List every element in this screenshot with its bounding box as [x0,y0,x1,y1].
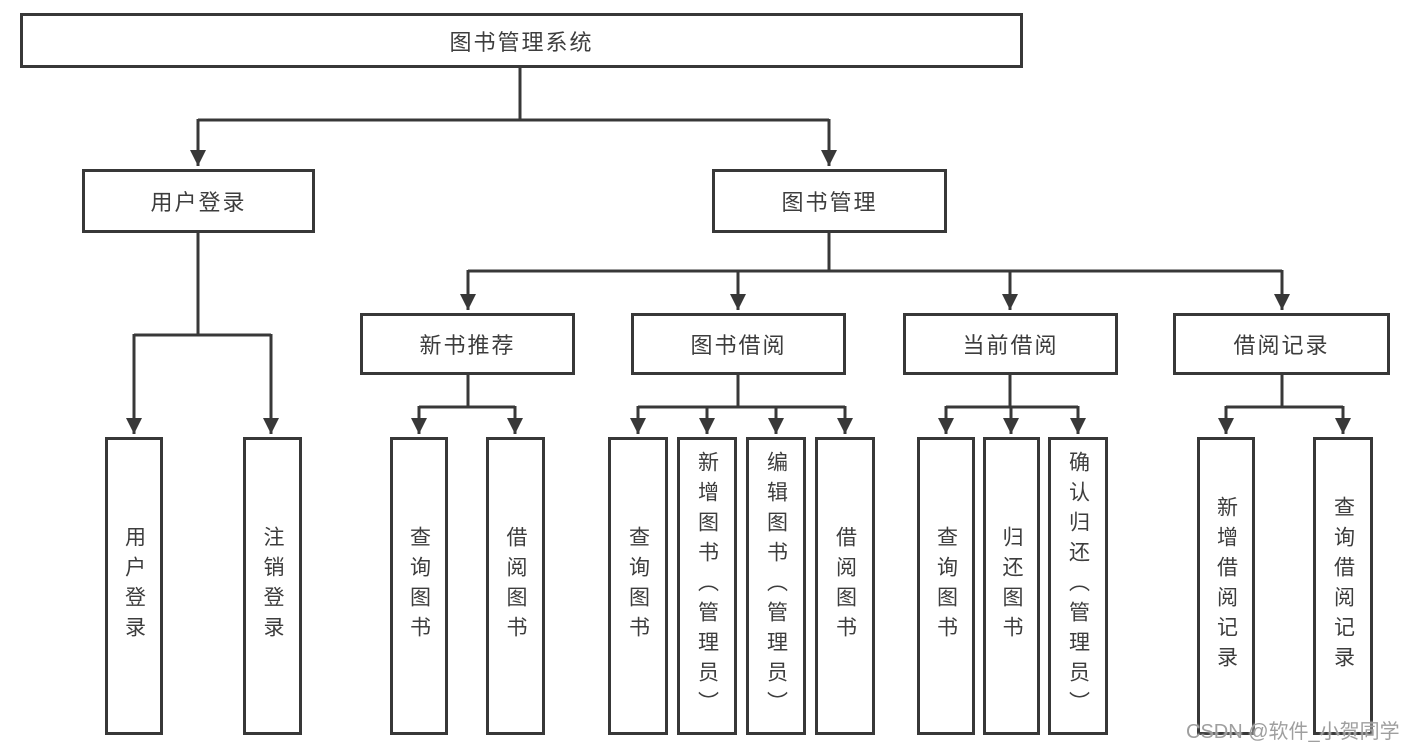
leaf-confirm-return-admin: 确认归还（管理员） [1048,437,1108,735]
leaf-borrow-books-recommend: 借阅图书 [486,437,545,735]
leaf-add-borrow-record: 新增借阅记录 [1197,437,1255,735]
leaf-edit-books-admin: 编辑图书（管理员） [746,437,806,735]
leaf-return-books: 归还图书 [983,437,1040,735]
leaf-query-books-recommend: 查询图书 [390,437,448,735]
node-current-borrow: 当前借阅 [903,313,1118,375]
node-user-login: 用户登录 [82,169,315,233]
node-book-borrow: 图书借阅 [631,313,846,375]
leaf-query-books-borrow: 查询图书 [608,437,668,735]
leaf-query-books-current: 查询图书 [917,437,975,735]
leaf-query-borrow-record: 查询借阅记录 [1313,437,1373,735]
leaf-borrow-books: 借阅图书 [815,437,875,735]
node-new-book-recommend: 新书推荐 [360,313,575,375]
node-borrow-records: 借阅记录 [1173,313,1390,375]
node-book-management: 图书管理 [712,169,947,233]
leaf-logout: 注销登录 [243,437,302,735]
node-library-system: 图书管理系统 [20,13,1023,68]
leaf-add-books-admin: 新增图书（管理员） [677,437,737,735]
watermark: CSDN @软件_小贺同学 [1186,721,1400,743]
leaf-user-login: 用户登录 [105,437,163,735]
